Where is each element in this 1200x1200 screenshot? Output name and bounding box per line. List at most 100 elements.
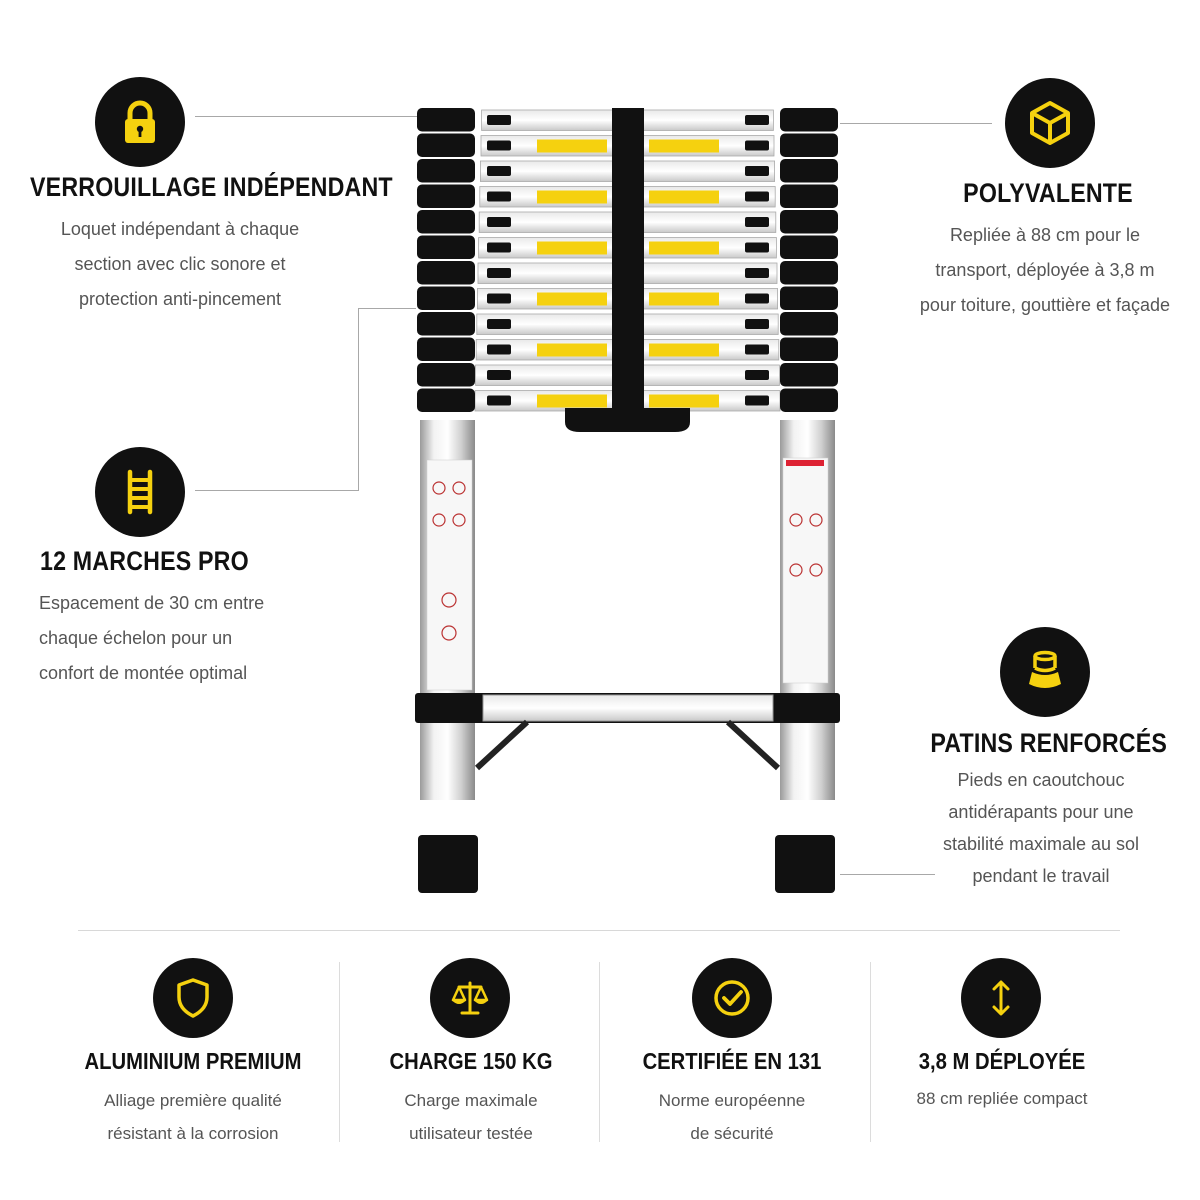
leader-line-feet (840, 874, 935, 875)
bottom-desc-deployed: 88 cm repliée compact (916, 1089, 1088, 1108)
rubber-foot-icon (1000, 627, 1090, 717)
feature-desc-lock: Loquet indépendant à chaque section avec… (60, 219, 300, 309)
right-rubber-foot (775, 835, 835, 893)
feature-desc-steps: Espacement de 30 cm entre chaque échelon… (39, 593, 265, 683)
feature-desc-feet: Pieds en caoutchouc antidérapants pour u… (942, 770, 1140, 886)
rung-latch (487, 166, 511, 176)
left-rung-cap (417, 261, 475, 285)
telescopic-ladder-illustration (415, 108, 840, 893)
rung-latch (487, 370, 511, 380)
leader-line-steps-h (195, 490, 358, 491)
left-rubber-foot (418, 835, 478, 893)
ladder-icon (95, 447, 185, 537)
feature-desc-versatile: Repliée à 88 cm pour le transport, déplo… (919, 225, 1171, 315)
right-rung-cap (780, 108, 838, 132)
bottom-desc-load: Charge maximale utilisateur testée (404, 1091, 538, 1143)
bottom-desc-certified: Norme européenne de sécurité (658, 1091, 806, 1143)
column-divider (599, 962, 600, 1142)
bottom-title-deployed: 3,8 M DÉPLOYÉE (918, 1048, 1086, 1074)
rung-latch (487, 217, 511, 227)
warning-pictograms (432, 481, 823, 641)
feature-title-steps: 12 MARCHES PRO (40, 546, 249, 576)
bottom-rung (482, 694, 774, 722)
right-rung-cap (780, 159, 838, 183)
rung-latch (487, 115, 511, 125)
warning-sticker (649, 343, 719, 357)
left-rung-cap (417, 286, 475, 310)
left-rung-cap (417, 363, 475, 387)
right-rung-cap (780, 388, 838, 412)
rung-latch (745, 217, 769, 227)
right-rung-cap (780, 133, 838, 157)
left-rung-cap (417, 184, 475, 208)
leader-line-steps-v (358, 308, 359, 491)
warning-sticker (649, 139, 719, 153)
carry-handle (565, 408, 690, 432)
warning-sticker (537, 139, 607, 153)
feature-title-feet: PATINS RENFORCÉS (930, 728, 1168, 758)
check-circle-icon (692, 958, 772, 1038)
leader-line-versatile (840, 123, 992, 124)
warning-sticker (537, 292, 607, 306)
bottom-title-aluminium: ALUMINIUM PREMIUM (84, 1048, 302, 1074)
bottom-title-load: CHARGE 150 KG (389, 1048, 553, 1074)
rung-latch (487, 140, 511, 151)
right-rung-cap (780, 261, 838, 285)
warning-sticker (537, 190, 607, 204)
rung-latch (745, 370, 769, 380)
rung-latch (745, 115, 769, 125)
warning-sticker (649, 241, 719, 255)
padlock-icon (95, 77, 185, 167)
bottom-title-certified: CERTIFIÉE EN 131 (642, 1048, 822, 1074)
right-rung-cap (780, 337, 838, 361)
rung-latch (487, 344, 511, 355)
rung-latch (487, 268, 511, 278)
left-rung-cap (417, 388, 475, 412)
rung-latch (745, 395, 769, 406)
rung-latch (745, 293, 769, 304)
left-warning-label (426, 459, 473, 691)
right-rung-cap (780, 286, 838, 310)
left-rung-cap (417, 133, 475, 157)
rung-latch (487, 395, 511, 406)
feature-title-versatile: POLYVALENTE (963, 178, 1133, 208)
right-rung-cap (780, 312, 838, 336)
left-rung-cap (417, 312, 475, 336)
leader-line-steps-top (358, 308, 416, 309)
rung-latch (745, 191, 769, 202)
warning-sticker (649, 190, 719, 204)
warning-sticker (649, 394, 719, 408)
right-rung-cap (780, 184, 838, 208)
right-rung-cap (780, 363, 838, 387)
warning-sticker (537, 343, 607, 357)
rung-latch (745, 242, 769, 253)
column-divider (870, 962, 871, 1142)
scale-icon (430, 958, 510, 1038)
shield-icon (153, 958, 233, 1038)
section-divider (78, 930, 1120, 931)
rung-latch (487, 242, 511, 253)
left-rung-cap (417, 159, 475, 183)
rung-latch (745, 268, 769, 278)
warning-sticker (537, 241, 607, 255)
rung-latch (745, 166, 769, 176)
left-rung-cap (417, 108, 475, 132)
rung-latch (745, 319, 769, 329)
rung-latch (487, 293, 511, 304)
rung-latch (745, 140, 769, 151)
bottom-desc-aluminium: Alliage première qualité résistant à la … (104, 1091, 282, 1143)
left-rung-cap (417, 210, 475, 234)
rung-latch (487, 319, 511, 329)
column-divider (339, 962, 340, 1142)
carry-strap (612, 108, 644, 414)
warning-sticker (537, 394, 607, 408)
feature-title-lock: VERROUILLAGE INDÉPENDANT (30, 172, 393, 202)
warning-sticker (649, 292, 719, 306)
leader-line-lock (195, 116, 417, 117)
cube-icon (1005, 78, 1095, 168)
rung-latch (745, 344, 769, 355)
stabilizer-braces (474, 719, 781, 771)
left-rung-cap (417, 235, 475, 259)
right-rung-cap (780, 210, 838, 234)
right-rung-cap (780, 235, 838, 259)
